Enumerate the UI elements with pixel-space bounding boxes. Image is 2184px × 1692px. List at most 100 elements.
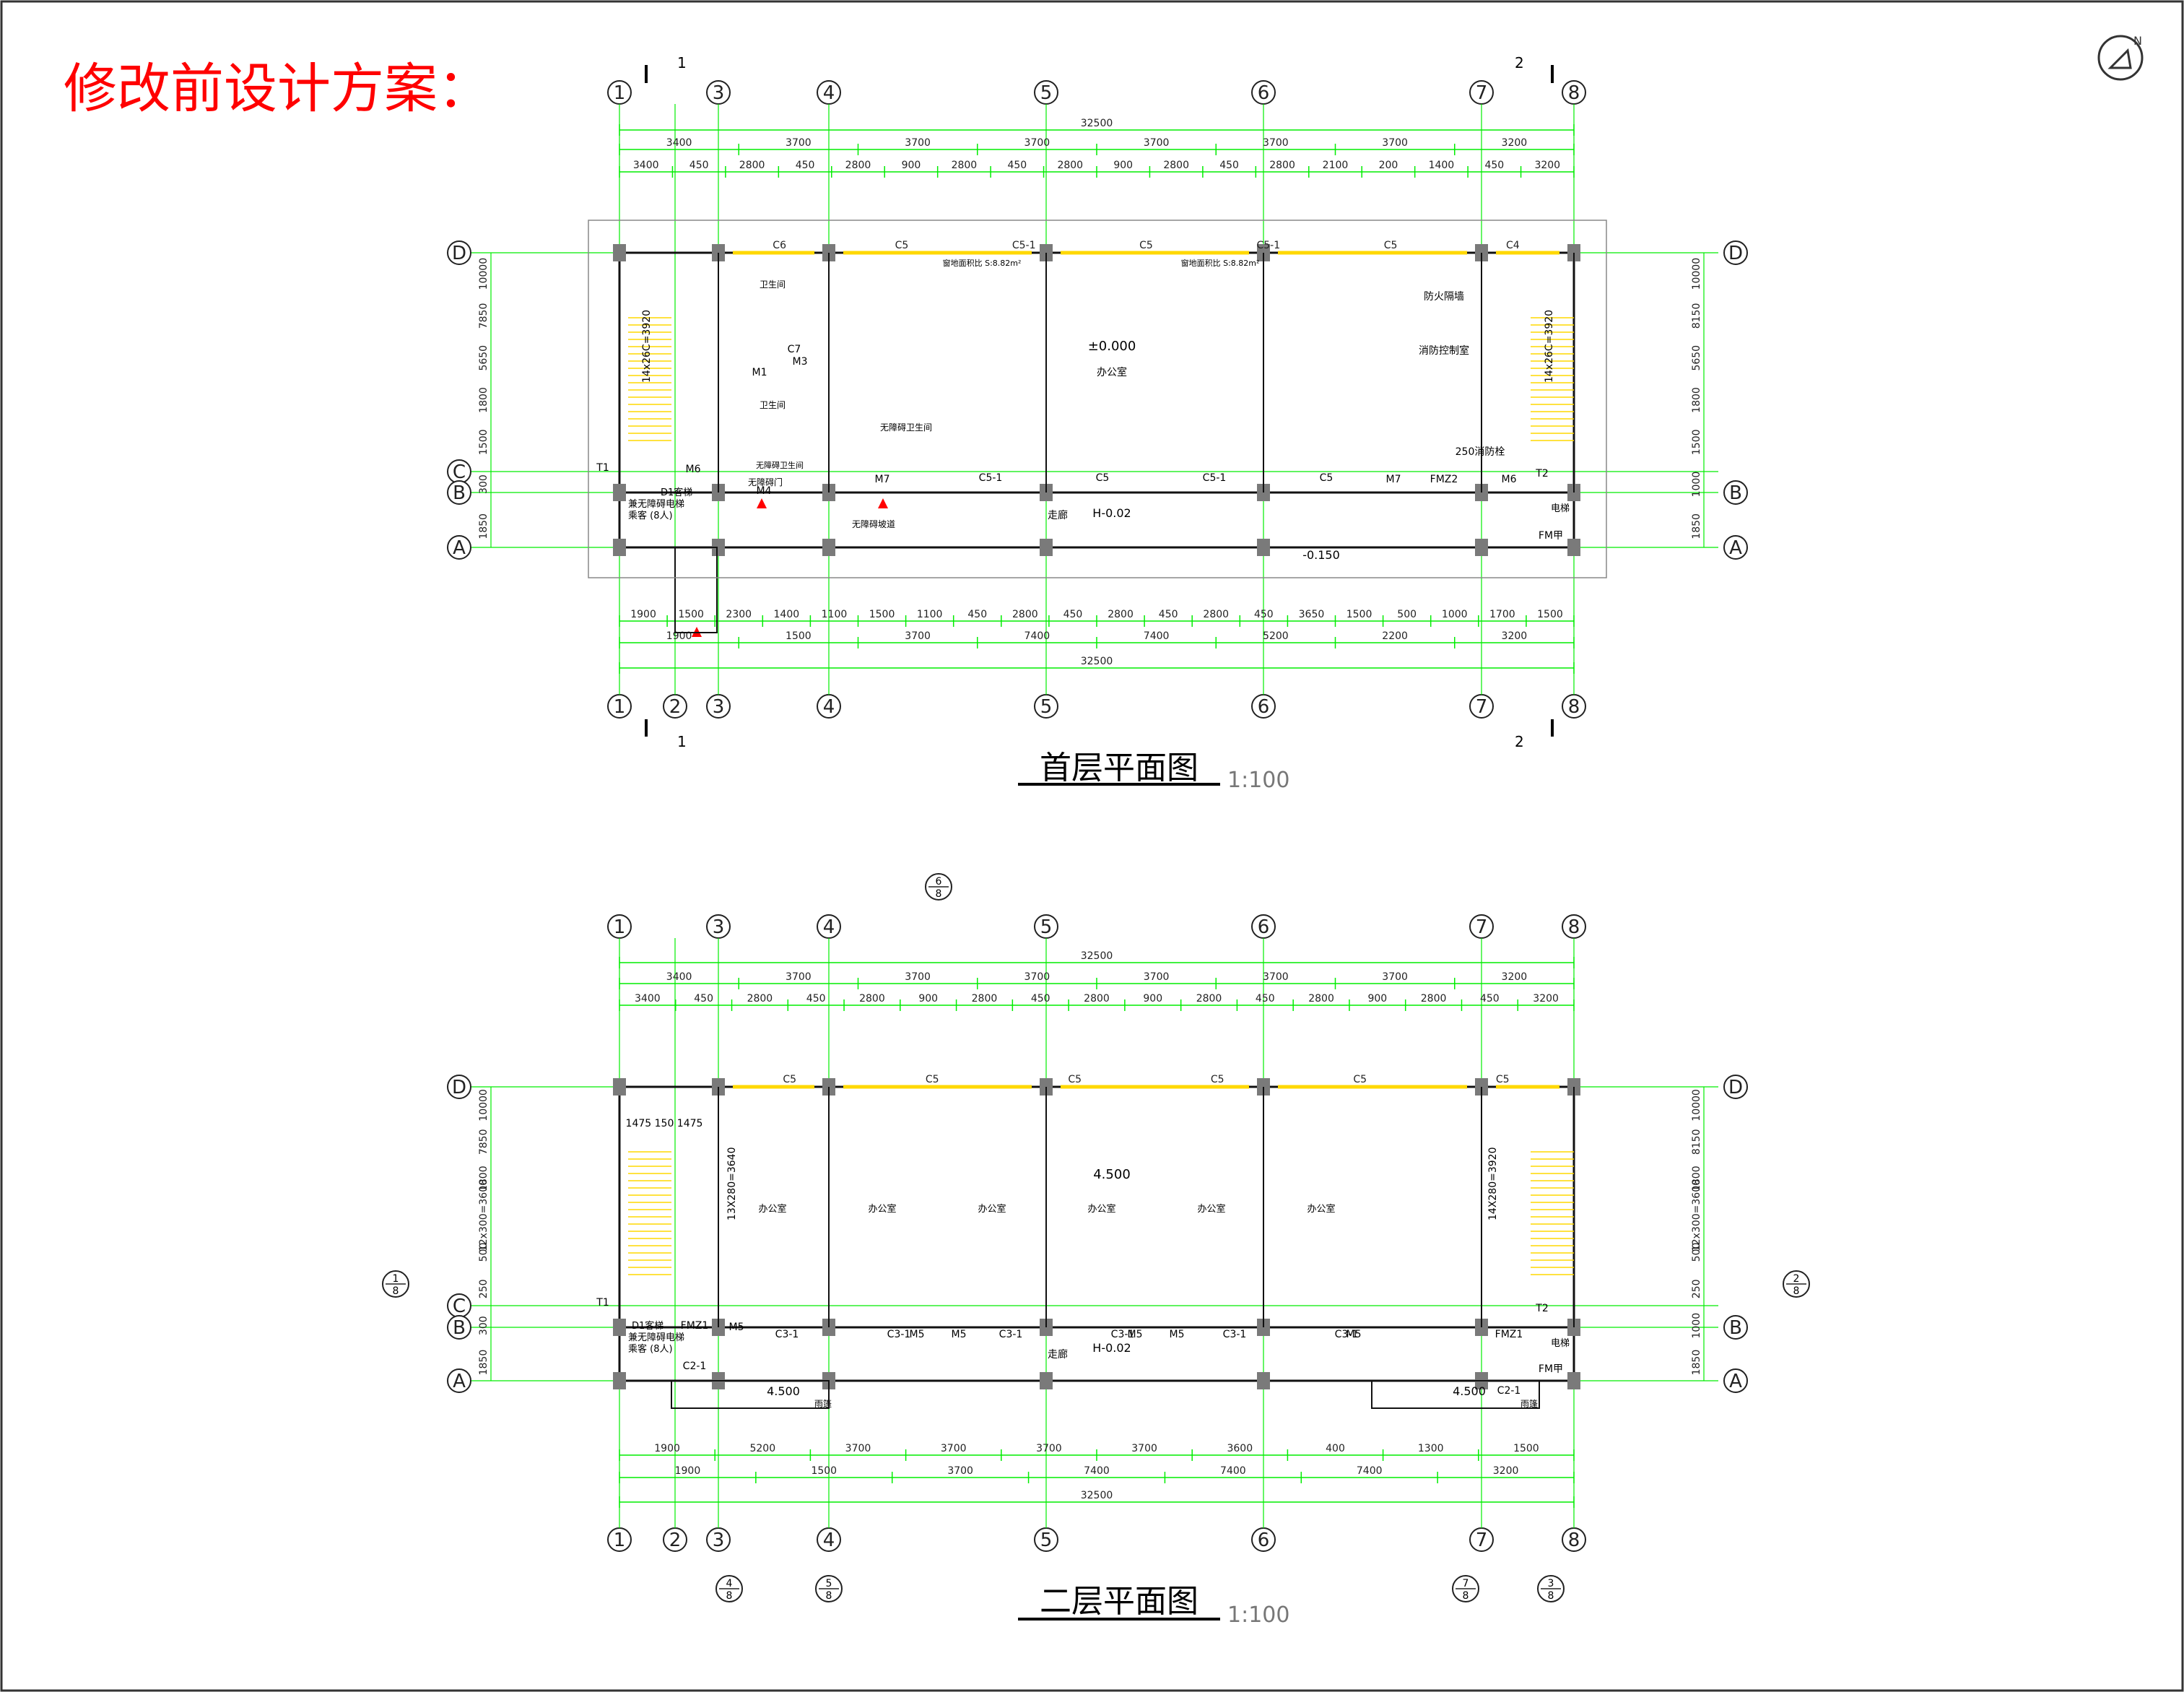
axis-bubble-label: 3 [713, 916, 725, 938]
dim-label: 3200 [1493, 1465, 1519, 1477]
axis-bubble-label: 4 [823, 696, 835, 718]
dim-label: 450 [1007, 160, 1027, 171]
door-label: M5 [729, 1322, 744, 1333]
dim-label: 2800 [1308, 993, 1334, 1005]
axis-bubble-label: A [1729, 537, 1742, 559]
axis-bubble-label: 1 [614, 1530, 626, 1551]
dim-label: 3700 [1036, 1443, 1062, 1454]
section-mark: 2 [1515, 54, 1524, 71]
dim-label: 500 [1397, 609, 1417, 620]
window-label: C5 [1139, 240, 1153, 251]
floor-elevation: 4.500 [1093, 1167, 1131, 1182]
dim-label: 8150 [1691, 1129, 1702, 1155]
axis-bubble-label: D [1728, 1077, 1743, 1098]
door-label: C7 [788, 344, 801, 355]
dim-label: 1500 [786, 630, 812, 642]
dim-label: 2800 [747, 993, 773, 1005]
window-label: C4 [1506, 240, 1520, 251]
dim-label: 2800 [1203, 609, 1229, 620]
window-label: C3-1 [1111, 1329, 1135, 1340]
dim-label: 3700 [905, 137, 931, 149]
column [1040, 539, 1053, 556]
dim-label: 1500 [678, 609, 704, 620]
axis-bubble-label: 7 [1476, 1530, 1488, 1551]
stair-top-dims: 1475 150 1475 [626, 1118, 703, 1129]
dim-label: 300 [478, 474, 490, 494]
axis-bubble-label: 3 [713, 82, 725, 104]
lower-elevation: 4.500 [767, 1384, 800, 1398]
ramp-label: 无障碍坡道 [852, 519, 895, 529]
dim-label: 3200 [1534, 160, 1560, 171]
window-label: C3-1 [775, 1329, 799, 1340]
axis-bubble-label: 8 [1568, 696, 1580, 718]
dim-label: 450 [689, 160, 709, 171]
dim-label: 1000 [1691, 472, 1702, 498]
dim-label: 3200 [1502, 137, 1528, 149]
dim-label: 3400 [633, 160, 659, 171]
dim-label: 8150 [1691, 303, 1702, 329]
column [1257, 539, 1270, 556]
detail-ref-sheet: 8 [936, 888, 942, 900]
dim-label: 3700 [845, 1443, 871, 1454]
dim-label: 450 [1031, 993, 1050, 1005]
corridor-elevation: H-0.02 [1092, 1341, 1131, 1355]
axis-bubble-label: 6 [1258, 1530, 1270, 1551]
elevator-label: 电梯 [1551, 503, 1570, 514]
window-label: C3-1 [887, 1329, 911, 1340]
axis-bubble-label: B [1729, 1317, 1742, 1339]
door-label: M6 [1502, 474, 1517, 485]
axis-bubble [447, 1368, 471, 1393]
dim-label: 1800 [478, 387, 490, 413]
ground-floor-title-block: 首层平面图 1:100 [1018, 750, 1289, 793]
dim-label: 1800 [1691, 1166, 1702, 1192]
door-label: FM甲 [1539, 1363, 1563, 1375]
dim-label: 2800 [1084, 993, 1110, 1005]
axis-bubble [447, 535, 471, 560]
stair-left-label: 14x26C=3920 [641, 310, 653, 383]
door-label: T1 [596, 462, 609, 474]
dim-label: 5200 [1263, 630, 1289, 642]
door-label: M6 [686, 464, 701, 475]
window-label: C5 [1211, 1074, 1224, 1085]
dim-label: 3700 [1144, 137, 1170, 149]
window-note: 窗地面积比 S:8.82m² [943, 258, 1022, 268]
dim-label: 1500 [811, 1465, 837, 1477]
axis-bubble [447, 1315, 471, 1340]
dim-label: 3700 [1263, 137, 1289, 149]
toilet-label: 卫生间 [760, 279, 786, 290]
door-label: M5 [910, 1329, 925, 1340]
door-label: M3 [793, 356, 808, 368]
dim-label: 1500 [1346, 609, 1372, 620]
dim-label: 900 [1367, 993, 1387, 1005]
detail-ref-sheet: 8 [726, 1590, 733, 1602]
window-label: C5 [895, 240, 909, 251]
detail-ref-sheet: 8 [1548, 1590, 1554, 1602]
door-label: M5 [1128, 1329, 1143, 1340]
dim-label: 1000 [1442, 609, 1468, 620]
north-arrow-icon: N [2097, 34, 2144, 81]
dim-label: 32500 [1081, 656, 1113, 667]
door-label: M5 [1346, 1329, 1362, 1340]
dim-label: 3700 [1024, 137, 1050, 149]
door-label: M4 [757, 485, 772, 497]
dim-label: 3700 [905, 971, 931, 983]
office-label: 办公室 [978, 1203, 1006, 1215]
second-floor-scale: 1:100 [1227, 1602, 1289, 1628]
dim-label: 3700 [947, 1465, 973, 1477]
dim-label: 450 [694, 993, 713, 1005]
dim-label: 1900 [654, 1443, 680, 1454]
dim-label: 450 [1484, 160, 1504, 171]
window-label: C5 [1496, 1074, 1510, 1085]
column [613, 1319, 626, 1336]
stair-right-label: 14X280=3920 [1487, 1147, 1499, 1221]
window-label: C5 [1384, 240, 1398, 251]
dim-label: 2200 [1382, 630, 1408, 642]
axis-bubble-label: D [1728, 243, 1743, 264]
dim-label: 450 [1063, 609, 1083, 620]
dim-label: 450 [796, 160, 815, 171]
dim-label: 300 [478, 1316, 490, 1335]
column [613, 484, 626, 501]
column [1475, 539, 1488, 556]
dim-label: 450 [1254, 609, 1274, 620]
